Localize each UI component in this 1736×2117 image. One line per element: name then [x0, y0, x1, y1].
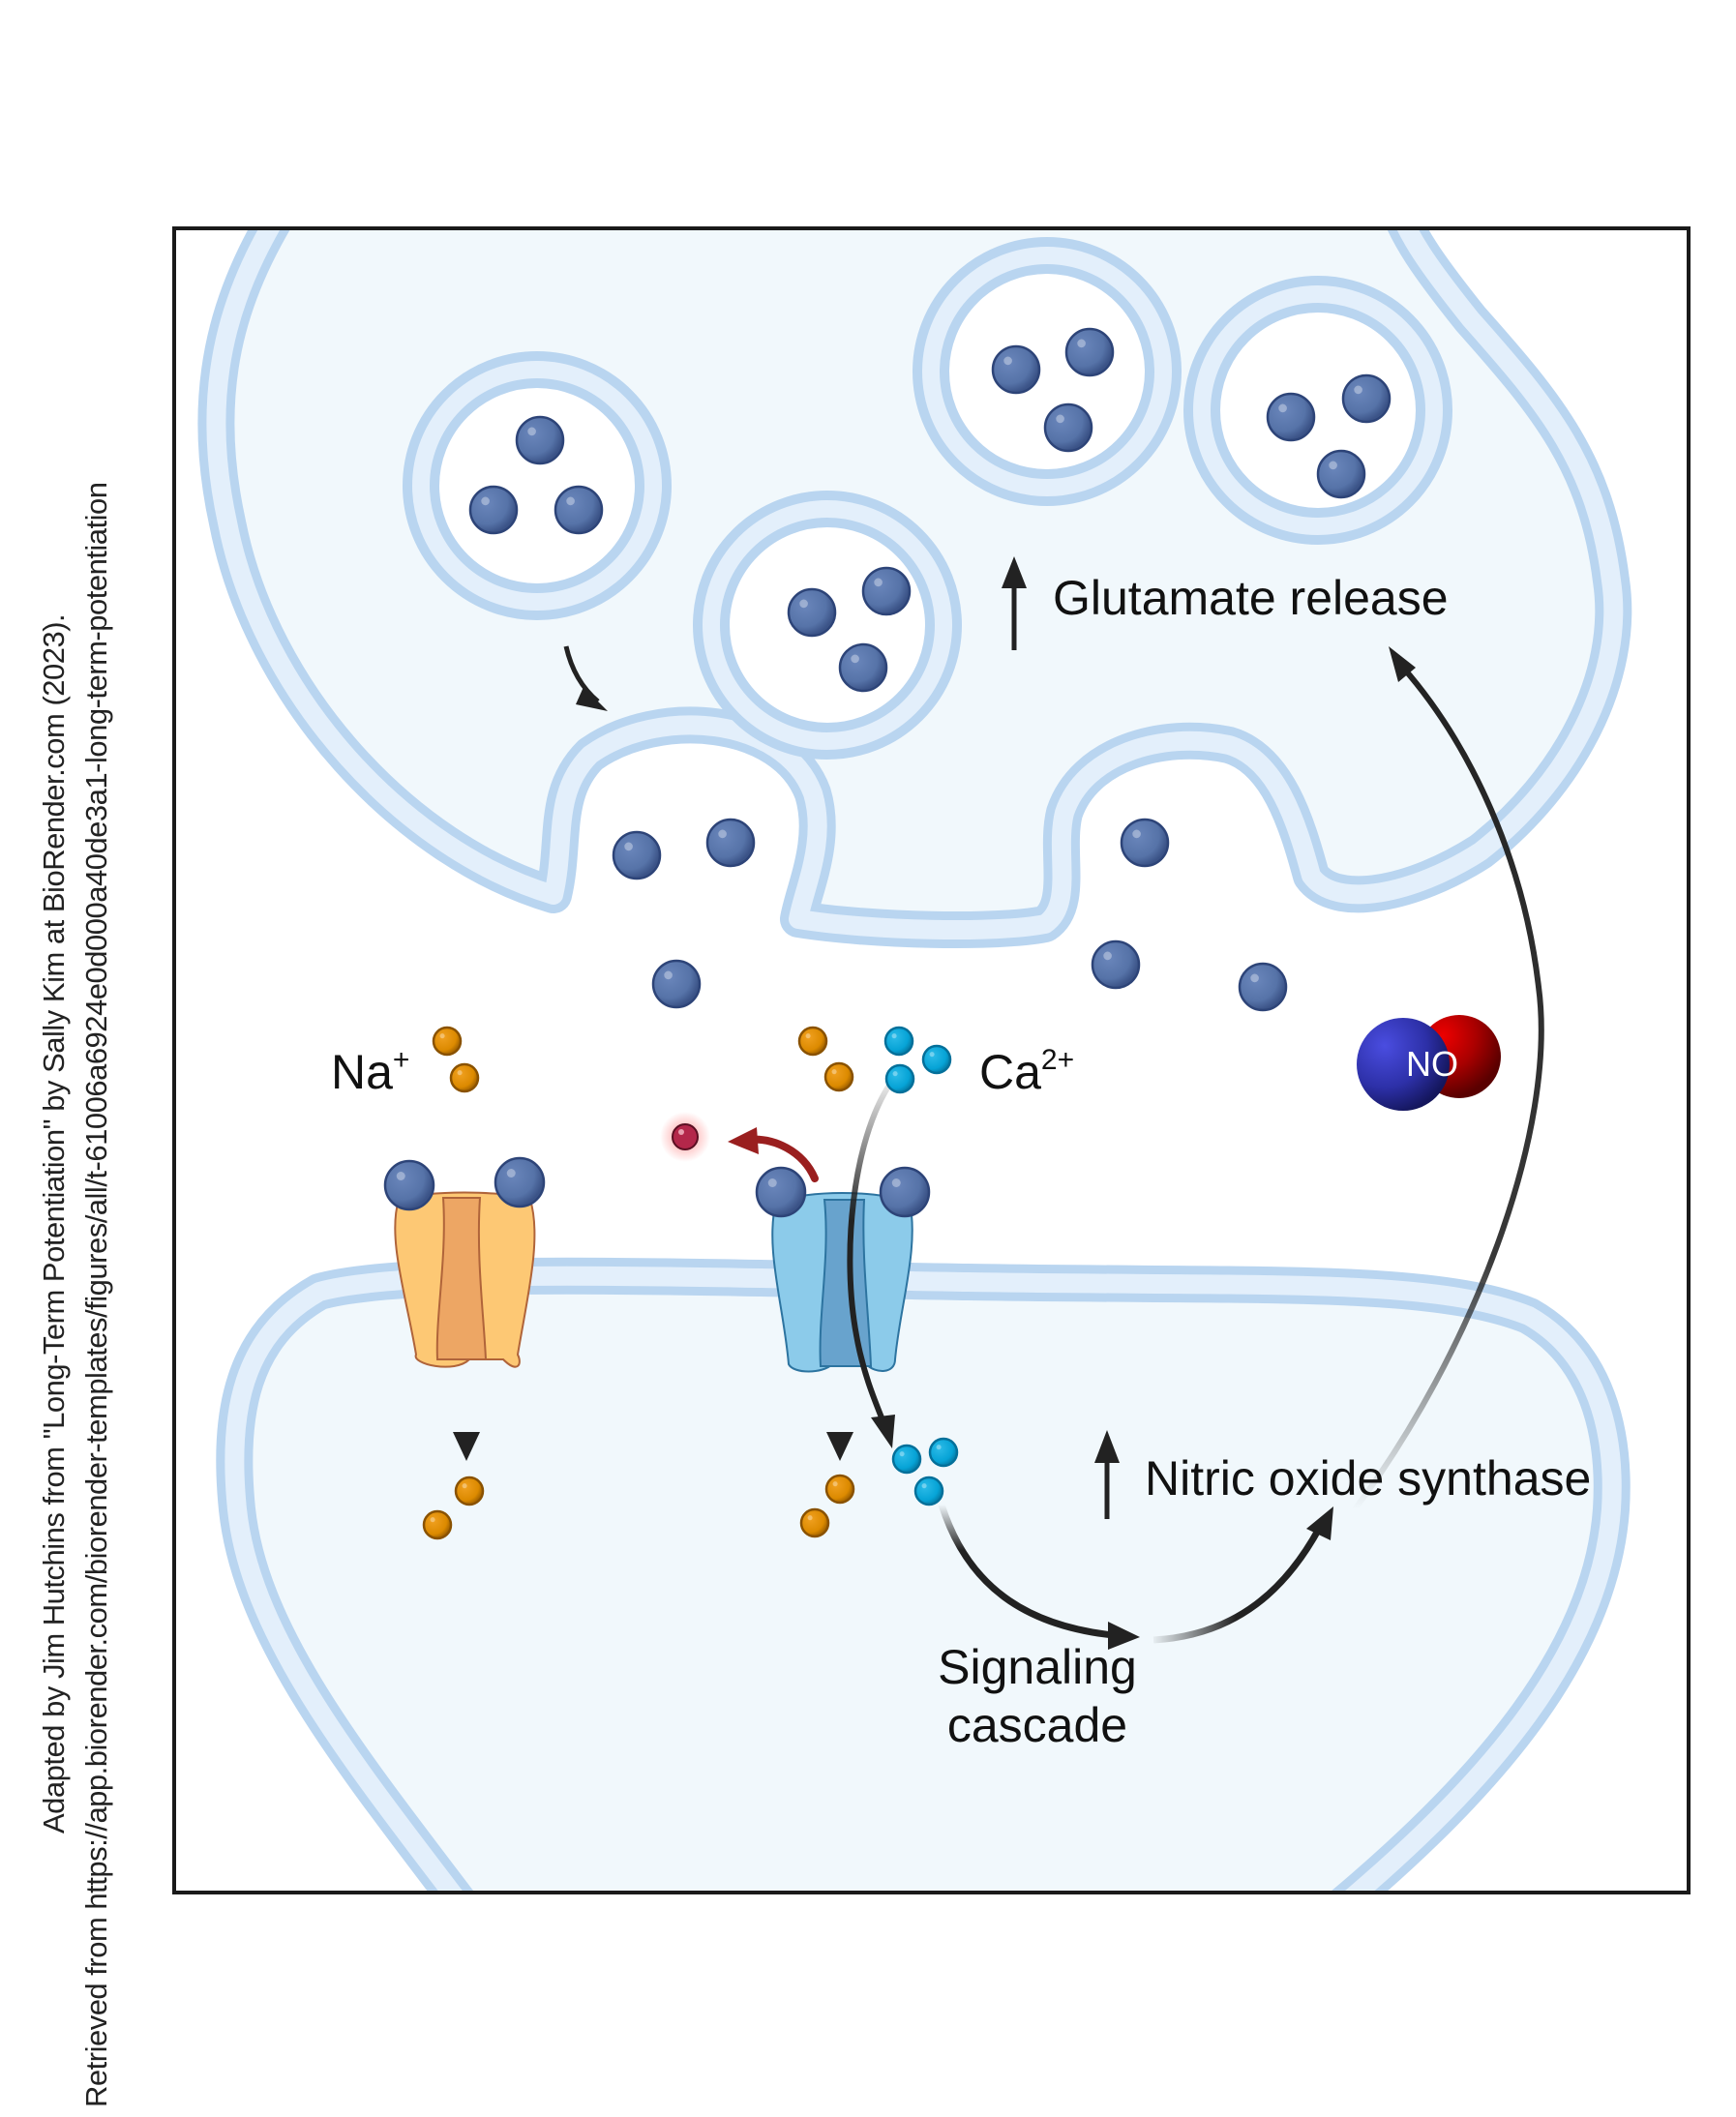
calcium-ion: [913, 1476, 944, 1506]
glutamate-increase-arrow: [1002, 556, 1027, 650]
glutamate-molecule: [1238, 962, 1288, 1012]
glutamate-molecule: [651, 959, 702, 1009]
sodium-ion: [432, 1026, 463, 1057]
bound-glutamate: [383, 1159, 435, 1211]
sodium-ion: [454, 1476, 485, 1506]
glutamate-molecule: [787, 587, 837, 638]
no-label: NO: [1406, 1044, 1458, 1084]
ampa-receptor: [394, 1191, 536, 1368]
synaptic-vesicle: [913, 237, 1182, 506]
glutamate-release-label: Glutamate release: [1053, 571, 1449, 625]
calcium-ion: [891, 1444, 922, 1475]
postsynaptic-terminal: [216, 1257, 1631, 1893]
glutamate-molecule: [515, 415, 565, 465]
sodium-influx-arrow: [453, 1103, 480, 1461]
glutamate-molecule: [1316, 449, 1366, 499]
bound-glutamate: [755, 1166, 807, 1218]
glutamate-molecule: [1120, 818, 1170, 868]
signaling-arrow: [938, 1503, 1140, 1650]
calcium-ion: [883, 1026, 914, 1057]
magnesium-ion: [660, 1112, 710, 1162]
magnesium-expulsion-arrow: [728, 1127, 819, 1182]
retrograde-no-arrow: [1352, 646, 1544, 1511]
glutamate-molecule: [554, 485, 604, 535]
synaptic-vesicle: [693, 491, 962, 760]
sodium-ion: [824, 1474, 855, 1505]
bound-glutamate: [879, 1166, 931, 1218]
calcium-ion: [921, 1044, 952, 1075]
calcium-label: Ca2+: [979, 1044, 1074, 1099]
sodium-ion: [823, 1061, 854, 1092]
glutamate-molecule: [991, 344, 1041, 395]
glutamate-molecule: [861, 566, 912, 616]
vesicle-fusion-arrow: [563, 645, 608, 711]
calcium-ion: [928, 1437, 959, 1468]
calcium-ion: [884, 1063, 915, 1094]
glutamate-molecule: [468, 485, 519, 535]
glutamate-molecule: [838, 642, 888, 693]
bound-glutamate: [494, 1156, 546, 1208]
nos-activation-arrow: [1152, 1506, 1333, 1644]
sodium-label: Na+: [331, 1044, 409, 1099]
glutamate-molecule: [1064, 327, 1115, 377]
sodium-ion: [449, 1062, 480, 1093]
sodium-ion: [797, 1026, 828, 1057]
glutamate-molecule: [1341, 373, 1392, 424]
glutamate-molecule: [705, 818, 756, 868]
glutamate-molecule: [1091, 939, 1141, 990]
synaptic-vesicle: [403, 351, 672, 620]
glutamate-molecule: [1043, 403, 1093, 453]
synaptic-vesicle: [1183, 276, 1452, 545]
nitric-oxide-molecule: NO: [1357, 1015, 1501, 1111]
nmda-sodium-influx-arrow: [826, 1093, 853, 1461]
calcium-influx-arrow: [847, 1082, 895, 1448]
glutamate-molecule: [1266, 392, 1316, 442]
sodium-ion: [799, 1507, 830, 1538]
signaling-cascade-label-line1: Signaling: [938, 1640, 1137, 1694]
signaling-cascade-label-line2: cascade: [947, 1698, 1127, 1752]
nitric-oxide-synthase-label: Nitric oxide synthase: [1145, 1451, 1591, 1506]
nos-increase-arrow: [1094, 1430, 1120, 1519]
glutamate-molecule: [612, 830, 662, 880]
figure-frame: [172, 226, 1691, 1894]
sodium-ion: [422, 1509, 453, 1540]
